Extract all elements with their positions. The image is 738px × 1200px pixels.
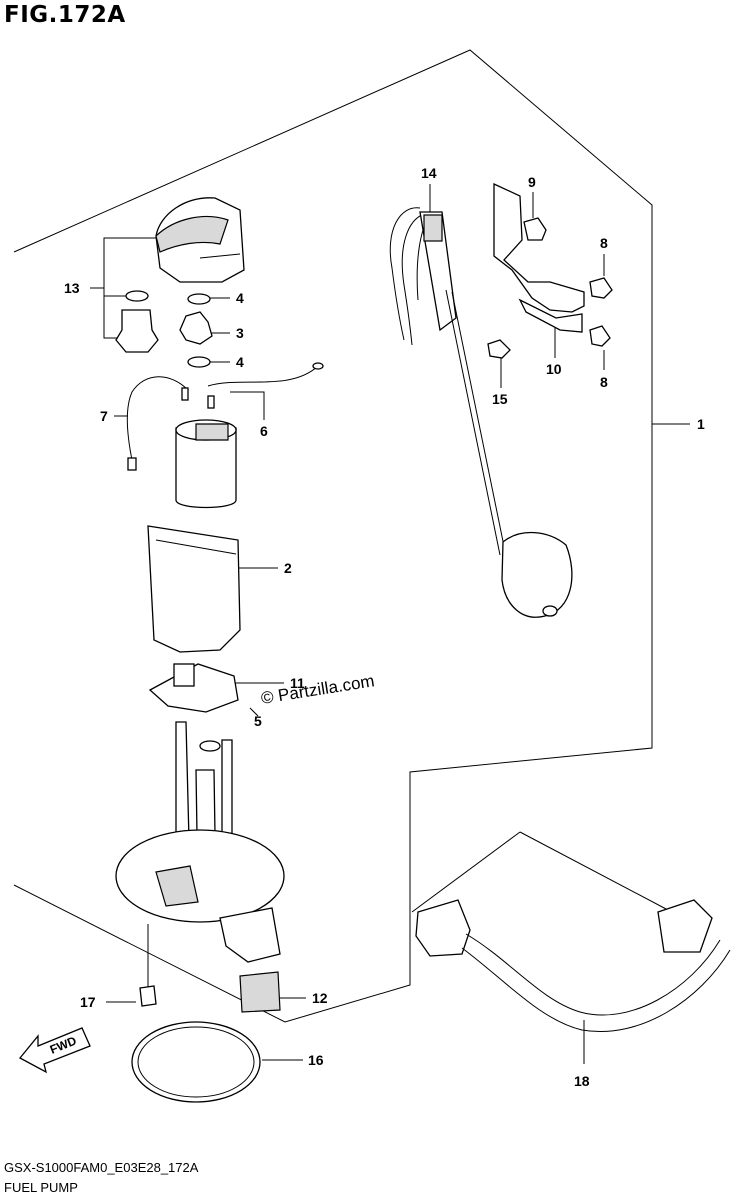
callout-6: 6 <box>260 423 268 439</box>
oring-4-lower <box>187 356 211 368</box>
oring-13 <box>125 290 149 302</box>
callout-12: 12 <box>312 990 328 1006</box>
callout-4-lower: 4 <box>236 354 244 370</box>
pad-12 <box>239 971 281 1013</box>
callout-18: 18 <box>574 1073 590 1089</box>
fuel-hose-18 <box>415 899 731 1032</box>
screw-8-lower <box>589 325 611 347</box>
screw-15 <box>487 339 511 359</box>
watermark: © Partzilla.com <box>260 671 376 708</box>
bolt-17 <box>139 985 157 1007</box>
screw-8-upper <box>589 277 613 299</box>
callout-7: 7 <box>100 408 108 424</box>
wire-6 <box>207 362 324 387</box>
callout-1: 1 <box>697 416 705 432</box>
gasket-16 <box>131 1021 261 1103</box>
oring-4-upper <box>187 293 211 305</box>
callout-14: 14 <box>421 165 437 181</box>
callout-9: 9 <box>528 174 536 190</box>
callout-2: 2 <box>284 560 292 576</box>
figure-name: FUEL PUMP <box>4 1180 78 1195</box>
callout-3: 3 <box>236 325 244 341</box>
pump-base-plate <box>115 721 285 963</box>
callout-11: 11 <box>290 675 305 691</box>
callout-5: 5 <box>254 713 262 729</box>
callout-8-lower: 8 <box>600 374 608 390</box>
fuel-level-sender <box>389 207 573 618</box>
callout-16: 16 <box>308 1052 324 1068</box>
filter-11 <box>148 663 239 713</box>
pump-holder-2 <box>147 525 241 653</box>
callout-15: 15 <box>492 391 508 407</box>
callout-13: 13 <box>64 280 80 296</box>
callouts: 1 2 3 4 4 5 6 7 8 8 9 10 11 12 13 14 15 … <box>64 165 705 1089</box>
model-code: GSX-S1000FAM0_E03E28_172A <box>4 1160 199 1175</box>
oring-5 <box>199 740 221 752</box>
pressure-regulator-3 <box>179 311 213 345</box>
callout-8-upper: 8 <box>600 235 608 251</box>
regulator-cap <box>155 197 245 283</box>
callout-10: 10 <box>546 361 562 377</box>
fwd-arrow-icon: FWD <box>18 1027 91 1074</box>
sender-bracket <box>493 182 585 333</box>
figure-title: FIG.172A <box>4 2 126 28</box>
wire-7 <box>126 376 215 471</box>
callout-17: 17 <box>80 994 96 1010</box>
fuel-pump-body <box>175 419 237 509</box>
regulator-13 <box>115 309 159 353</box>
callout-4-upper: 4 <box>236 290 244 306</box>
clip-9 <box>523 217 547 241</box>
assembly-boundary <box>13 49 653 1023</box>
